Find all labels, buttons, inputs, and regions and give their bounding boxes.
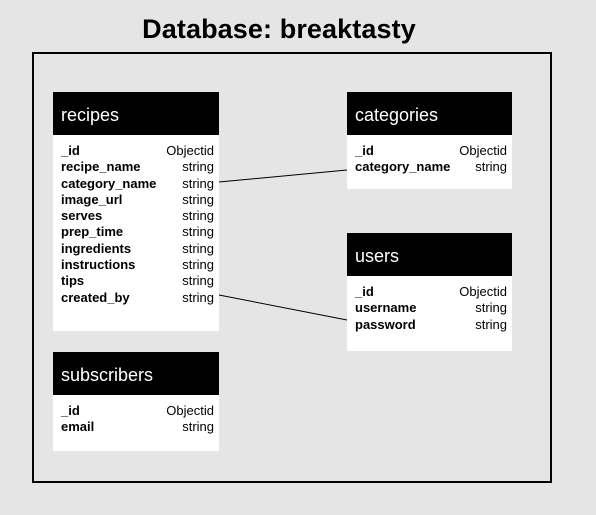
field-name: recipe_name (61, 159, 141, 175)
field-row: prep_time string (61, 224, 214, 240)
field-name: category_name (61, 175, 157, 191)
field-type: string (475, 159, 507, 175)
table-header-subscribers: subscribers (53, 352, 219, 395)
field-row: created_by string (61, 290, 214, 306)
field-type: string (475, 316, 507, 332)
field-type: string (182, 273, 214, 289)
field-row: _id Objectid (355, 284, 507, 300)
table-subscribers[interactable]: subscribers _id Objectid email string (53, 352, 219, 451)
field-name: _id (355, 284, 374, 299)
field-row: _id Objectid (355, 143, 507, 159)
field-type: string (182, 208, 214, 224)
field-name: username (355, 300, 417, 316)
table-categories[interactable]: categories _id Objectid category_name stri… (347, 92, 512, 189)
field-row: email string (61, 419, 214, 435)
field-list-subscribers: _id Objectid email string (53, 395, 219, 436)
field-name: serves (61, 208, 103, 224)
field-row: category_name string (61, 176, 214, 192)
field-type: string (182, 240, 214, 256)
field-type: string (475, 300, 507, 316)
field-row: recipe_name string (61, 159, 214, 175)
field-row: image_url string (61, 192, 214, 208)
field-type: Objectid (459, 284, 507, 299)
field-name: tips (61, 273, 85, 289)
table-users[interactable]: users _id Objectid username string passwor… (347, 233, 512, 351)
field-type: string (182, 159, 214, 175)
field-type: string (182, 191, 214, 207)
field-type: string (182, 257, 214, 273)
page-title: Database: breaktasty (142, 14, 416, 44)
field-row: password string (355, 317, 507, 333)
field-name: email (61, 419, 95, 435)
field-row: tips string (61, 273, 214, 289)
field-type: string (182, 289, 214, 305)
field-name: ingredients (61, 240, 132, 256)
field-type: Objectid (166, 143, 214, 158)
field-name: _id (355, 143, 374, 158)
field-type: Objectid (459, 143, 507, 158)
field-row: category_name string (355, 159, 507, 175)
table-header-categories: categories (347, 92, 512, 135)
field-name: password (355, 316, 416, 332)
field-name: _id (61, 403, 80, 418)
field-type: string (182, 175, 214, 191)
field-type: string (182, 419, 214, 435)
field-row: ingredients string (61, 241, 214, 257)
field-name: prep_time (61, 224, 124, 240)
field-row: _id Objectid (61, 143, 214, 159)
field-list-users: _id Objectid username string password strin… (347, 276, 512, 333)
field-name: image_url (61, 191, 123, 207)
field-row: instructions string (61, 257, 214, 273)
database-frame (32, 52, 552, 483)
table-header-users: users (347, 233, 512, 276)
field-row: _id Objectid (61, 403, 214, 419)
field-type: Objectid (166, 403, 214, 418)
field-list-categories: _id Objectid category_name string (347, 135, 512, 176)
field-row: username string (355, 300, 507, 316)
field-name: _id (61, 143, 80, 158)
field-name: category_name (355, 159, 451, 175)
field-name: created_by (61, 289, 130, 305)
table-header-recipes: recipes (53, 92, 219, 135)
field-name: instructions (61, 257, 136, 273)
field-type: string (182, 224, 214, 240)
field-row: serves string (61, 208, 214, 224)
